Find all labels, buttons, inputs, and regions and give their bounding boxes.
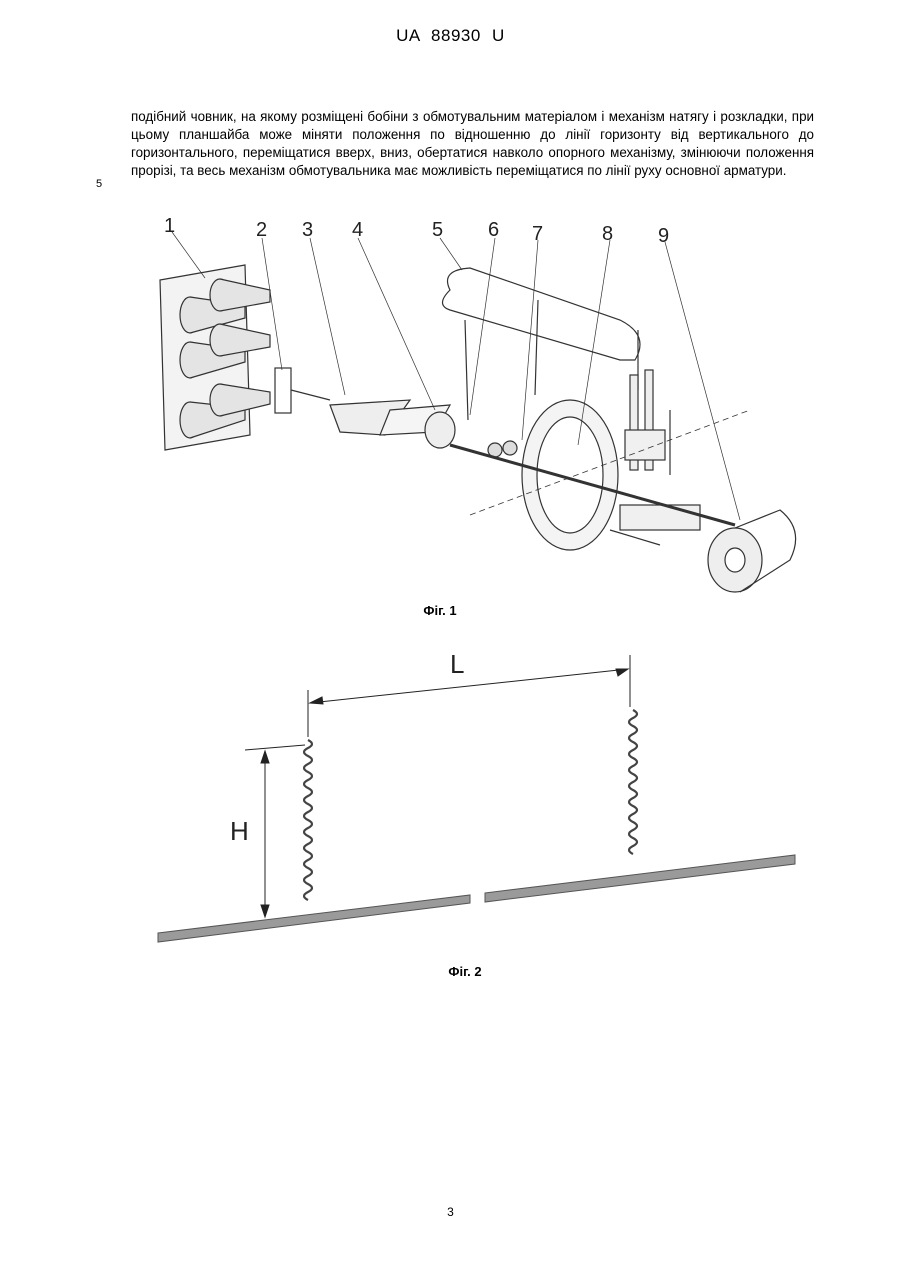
fig1-label-5: 5 (432, 219, 443, 241)
page-number: 3 (0, 1205, 901, 1219)
figure-2-caption: Фіг. 2 (365, 964, 565, 979)
figure-1-caption: Фіг. 1 (340, 603, 540, 618)
fig2-label-L: L (450, 649, 464, 679)
fig1-label-8: 8 (602, 223, 613, 245)
fig1-label-2: 2 (256, 219, 267, 241)
figure-2-drawing: L H (150, 645, 810, 955)
body-paragraph: подібний човник, на якому розміщені бобі… (131, 108, 814, 180)
fig2-label-H: H (230, 816, 249, 846)
fig1-label-9: 9 (658, 225, 669, 247)
fig1-label-7: 7 (532, 223, 543, 245)
line-number: 5 (96, 178, 102, 190)
fig1-label-6: 6 (488, 219, 499, 241)
fig1-label-3: 3 (302, 219, 313, 241)
figure-1-drawing: 1 2 3 4 5 6 7 8 9 (150, 210, 810, 600)
fig1-label-4: 4 (352, 219, 363, 241)
fig1-label-1: 1 (164, 215, 175, 237)
patent-number-header: UA 88930 U (0, 26, 901, 46)
